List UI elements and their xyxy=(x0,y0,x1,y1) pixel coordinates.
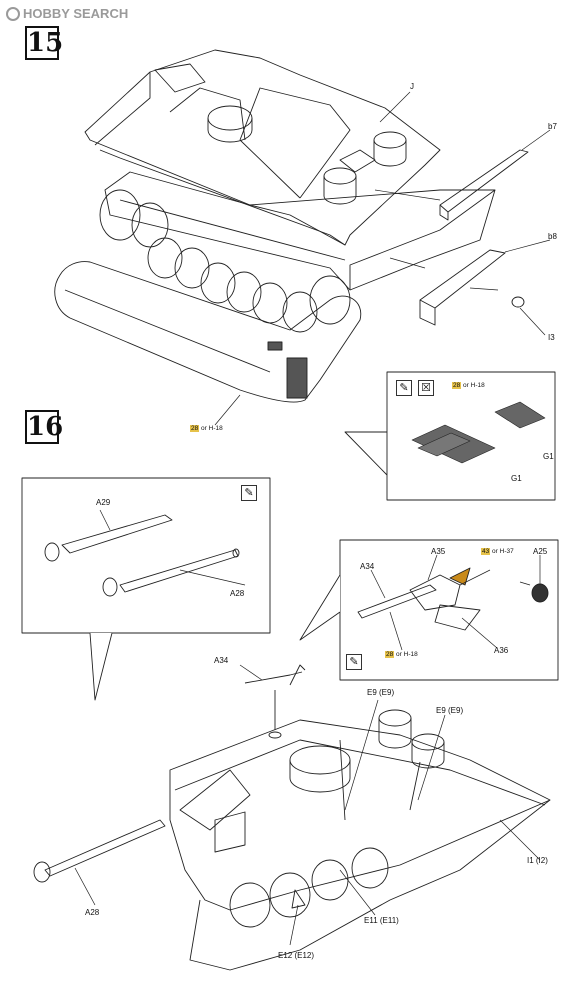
label-a29: A29 xyxy=(96,498,111,507)
a28-barrel-assembled xyxy=(33,819,166,883)
paint-alt: or H-18 xyxy=(396,651,418,658)
label-e9-right: E9 (E9) xyxy=(436,706,464,715)
callout-pointer xyxy=(344,431,388,476)
paint-alt: or H-37 xyxy=(492,548,514,555)
label-a28-inset: A28 xyxy=(230,589,245,598)
label-i1-i2: I1 (I2) xyxy=(527,856,548,865)
paint-alt: or H-18 xyxy=(201,425,223,432)
label-g1-bottom: G1 xyxy=(511,474,522,483)
paint-code: 43 xyxy=(481,548,491,555)
paint-brush-icon: ✎ xyxy=(241,485,257,501)
paint-code: 28 xyxy=(452,382,462,389)
detail-paint-callout: 28 or H-18 xyxy=(452,382,485,389)
label-e12: E12 (E12) xyxy=(278,951,315,960)
label-b7: b7 xyxy=(548,122,557,131)
b8-part xyxy=(419,249,506,326)
hobby-search-logo-icon xyxy=(6,6,20,21)
mg-paint-callout-1: 43 or H-37 xyxy=(481,548,514,555)
label-a34-inset: A34 xyxy=(360,562,375,571)
track-detail-frame xyxy=(386,371,556,501)
watermark-text: HOBBY SEARCH xyxy=(23,6,129,21)
label-a35: A35 xyxy=(431,547,446,556)
label-a34: A34 xyxy=(214,656,229,665)
assembled-hull xyxy=(169,664,551,971)
mg-inset-pointer xyxy=(299,574,341,641)
mg-part xyxy=(357,567,549,631)
a29-part xyxy=(61,514,173,554)
label-g1-right: G1 xyxy=(543,452,554,461)
label-a25: A25 xyxy=(533,547,548,556)
label-a28: A28 xyxy=(85,908,100,917)
track-part xyxy=(54,261,362,403)
track-detail-links xyxy=(411,401,546,464)
paint-code: 28 xyxy=(385,651,395,658)
label-e11: E11 (E11) xyxy=(364,916,399,925)
reference-icon: ☒ xyxy=(418,380,434,396)
a28-part xyxy=(44,542,240,597)
track-paint-callout: 28 or H-18 xyxy=(190,425,223,432)
paint-brush-icon: ✎ xyxy=(396,380,412,396)
paint-brush-icon: ✎ xyxy=(346,654,362,670)
label-b8: b8 xyxy=(548,232,557,241)
label-i3: I3 xyxy=(548,333,555,342)
label-j: J xyxy=(410,82,414,91)
i3-part xyxy=(511,296,525,308)
lower-hull-part xyxy=(104,171,496,291)
superstructure-part xyxy=(84,49,441,246)
label-e9-left: E9 (E9) xyxy=(367,688,395,697)
b7-part xyxy=(439,149,529,221)
paint-code: 28 xyxy=(190,425,200,432)
label-a36: A36 xyxy=(494,646,509,655)
mg-inset-frame xyxy=(339,539,559,681)
step-number-16: 16 xyxy=(25,410,64,444)
step-number-15: 15 xyxy=(25,26,64,60)
gun-inset-pointer xyxy=(89,632,113,701)
paint-alt: or H-18 xyxy=(463,382,485,389)
road-wheels xyxy=(99,189,351,333)
gun-inset-frame xyxy=(21,477,271,634)
mg-paint-callout-2: 28 or H-18 xyxy=(385,651,418,658)
watermark: HOBBY SEARCH xyxy=(6,6,128,21)
